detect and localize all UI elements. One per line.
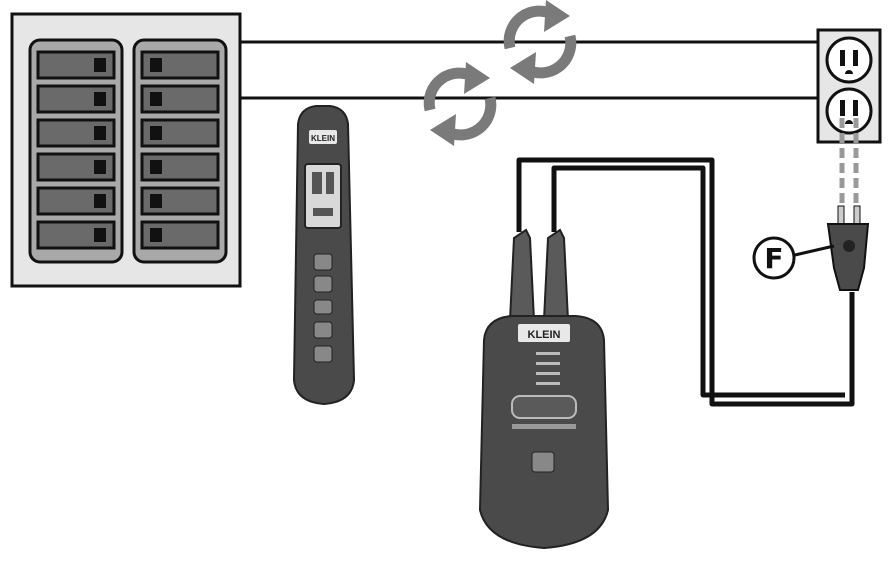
- breaker-toggle: [150, 160, 162, 174]
- receiver-button-power[interactable]: [314, 346, 332, 362]
- breaker-panel: [12, 14, 240, 286]
- breaker-toggle: [150, 58, 162, 72]
- probe-left: [510, 230, 534, 320]
- breaker-toggle: [150, 194, 162, 208]
- breaker-toggle: [150, 92, 162, 106]
- breaker-toggle: [94, 126, 106, 140]
- receiver-buttons: [314, 254, 332, 362]
- probe-right: [544, 230, 568, 320]
- sync-arrows-icon: [429, 62, 491, 146]
- breaker-toggle: [150, 228, 162, 242]
- breaker-toggle: [94, 160, 106, 174]
- receiver-display: [305, 164, 341, 228]
- receptacle-upper: [827, 38, 871, 82]
- receptacle-lower: [827, 89, 871, 133]
- transmitter-button[interactable]: [532, 452, 554, 472]
- breaker-toggle: [94, 228, 106, 242]
- plug-icon: [828, 206, 868, 290]
- wall-outlet: [818, 30, 880, 142]
- receiver-device: KLEIN: [294, 106, 354, 404]
- callout-f: F: [754, 238, 834, 278]
- breaker-toggle: [94, 194, 106, 208]
- receiver-button-mode[interactable]: [314, 300, 332, 314]
- transmitter-device: KLEIN: [480, 230, 608, 548]
- breaker-toggle: [150, 126, 162, 140]
- breaker-toggle: [94, 58, 106, 72]
- transmitter-brand: KLEIN: [528, 329, 561, 341]
- receiver-button-up[interactable]: [314, 254, 332, 270]
- receiver-button-down[interactable]: [314, 276, 332, 292]
- receiver-button-light[interactable]: [314, 322, 332, 338]
- receiver-brand: KLEIN: [311, 134, 335, 143]
- callout-label: F: [764, 242, 783, 275]
- transmitter-panel: [512, 396, 576, 418]
- breaker-toggle: [94, 92, 106, 106]
